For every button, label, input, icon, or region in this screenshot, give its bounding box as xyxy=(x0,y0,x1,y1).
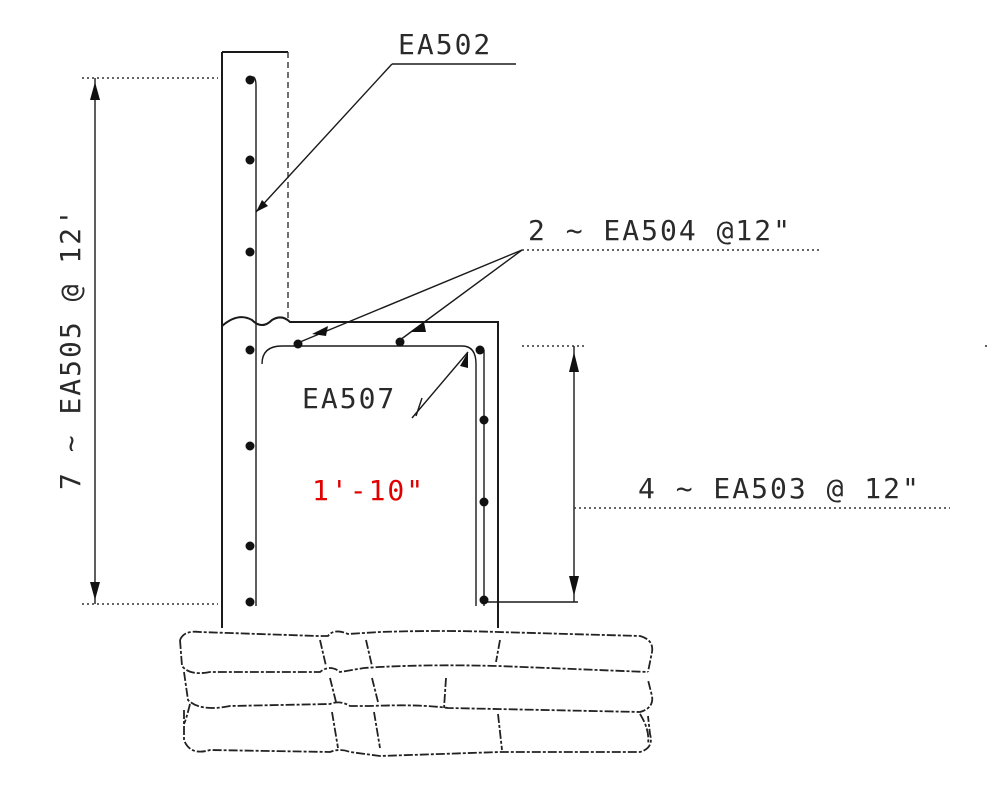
ea507-slash xyxy=(415,397,423,417)
rebar-dot xyxy=(479,497,489,507)
rebar-dot xyxy=(245,541,255,551)
rebar-dot xyxy=(395,337,405,347)
label-ea504: 2 ~ EA504 @12" xyxy=(528,214,792,247)
stone-foundation xyxy=(179,630,654,757)
left-dimension xyxy=(82,77,218,605)
wall-outline xyxy=(221,51,499,628)
rebar-dot xyxy=(245,247,255,257)
label-ea505: 7 ~ EA505 @ 12' xyxy=(54,207,87,490)
rebar-dot xyxy=(245,75,255,85)
rebar-dot xyxy=(245,155,255,165)
rebar-dot xyxy=(245,597,255,607)
label-ea507: EA507 xyxy=(302,382,396,415)
rebar-dots xyxy=(245,75,489,607)
rebar-dot xyxy=(245,441,255,451)
rebar-dot xyxy=(475,345,485,355)
right-dimension xyxy=(522,345,586,602)
leader-lines xyxy=(255,63,950,509)
dimension-label: 1'-10" xyxy=(312,474,425,507)
rebar-dot xyxy=(479,415,489,425)
label-ea502: EA502 xyxy=(398,28,492,61)
rebar-dot xyxy=(479,595,489,605)
rebar-dot xyxy=(245,345,255,355)
label-ea503: 4 ~ EA503 @ 12" xyxy=(638,472,921,505)
